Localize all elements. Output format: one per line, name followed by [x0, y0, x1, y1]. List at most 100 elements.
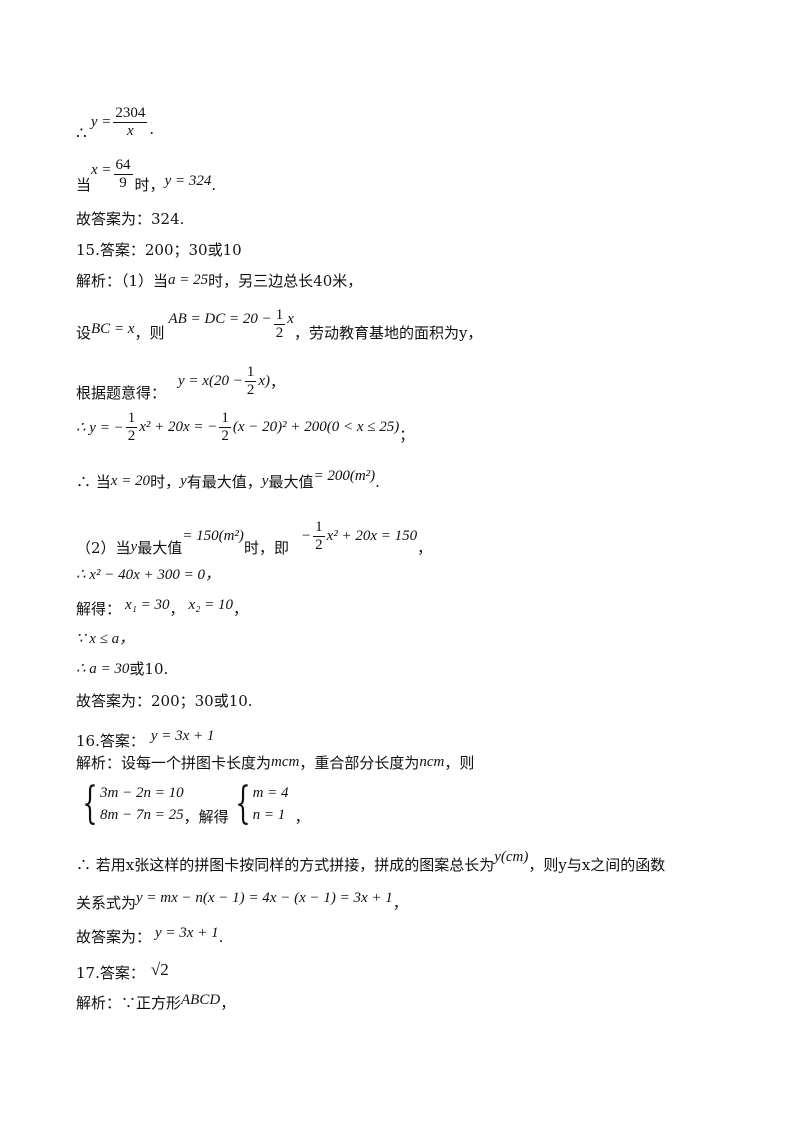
text: 或10.: [129, 660, 169, 678]
equation: y = mx − n(x − 1) = 4x − (x − 1) = 3x + …: [136, 890, 393, 906]
line-11: ∴ x² − 40x + 300 = 0，: [76, 563, 220, 584]
equation: x² + 20x = 150: [326, 528, 418, 544]
text: 设: [76, 324, 92, 342]
equation: y(cm): [494, 849, 529, 865]
line-5: 解析：（1）当 a = 25 时，另三边总长40米，: [76, 270, 362, 291]
line-22: 17.答案： √2: [76, 956, 169, 983]
equation: ∴ a = 30: [76, 661, 130, 677]
equation-system: m = 4 n = 1: [253, 782, 289, 826]
answer-text: 故答案为：200；30或10.: [76, 692, 253, 710]
line-10: （2）当 y 最大值 = 150(m²) 时，即 − 1 2 x² + 20x …: [76, 515, 432, 558]
text: 根据题意得：: [76, 384, 167, 402]
text: ，: [269, 373, 285, 391]
line-7: 根据题意得： y = x(20 − 1 2 x) ，: [76, 360, 285, 403]
equation: x² + 20x = −: [139, 419, 218, 435]
fraction: 1 2: [273, 307, 286, 342]
therefore-symbol: ∴: [76, 124, 87, 144]
equation-lhs: x =: [91, 162, 112, 178]
line-1: ∴ y = 2304 x .: [76, 100, 155, 145]
variable: y: [261, 473, 269, 489]
period: .: [218, 927, 224, 946]
equation: x = 20: [110, 473, 151, 489]
line-20: 关系式为 y = mx − n(x − 1) = 4x − (x − 1) = …: [76, 884, 408, 913]
numerator: 64: [113, 157, 133, 175]
text: ，则: [134, 324, 165, 342]
equation-lhs: y =: [90, 113, 112, 130]
text: （2）当: [76, 539, 131, 557]
text: ∴ 若用x张这样的拼图卡按同样的方式拼接，拼成的图案总长为: [76, 856, 495, 874]
text: ，解得: [183, 808, 229, 826]
equation: x): [258, 373, 270, 389]
line-13: ∵ x ≤ a，: [76, 627, 134, 648]
text: ，: [169, 600, 185, 618]
text: ，则: [444, 754, 475, 772]
equation: n = 1: [252, 806, 286, 823]
fraction: 1 2: [219, 410, 231, 445]
text: ∴ 当: [76, 473, 111, 491]
line-9: ∴ 当 x = 20 时， y 有最大值， y 最大值 = 200(m²) .: [76, 468, 380, 495]
answer-heading: 17.答案：: [76, 964, 145, 982]
period: .: [149, 120, 155, 138]
equation: 3m − 2n = 10: [100, 784, 184, 801]
variable: y: [180, 473, 187, 489]
fraction: 1 2: [313, 519, 325, 554]
equation: x: [287, 311, 294, 327]
equation: m = 4: [252, 784, 289, 801]
text: ，则y与x之间的函数: [528, 856, 666, 874]
fraction: 2304 x: [113, 104, 148, 140]
left-brace: {: [234, 777, 251, 829]
equation: y = x(20 −: [178, 373, 243, 389]
text: 解析：（1）当: [76, 272, 169, 290]
line-16: 16.答案： y = 3x + 1: [76, 722, 214, 751]
denominator: 2: [315, 537, 323, 553]
equation: √2: [150, 959, 169, 979]
fraction: 1 2: [244, 364, 257, 399]
numerator: 2304: [113, 104, 148, 123]
line-21: 故答案为： y = 3x + 1 .: [76, 920, 223, 947]
text: 时，: [134, 176, 165, 194]
equation: y = 3x + 1: [150, 728, 215, 744]
equation: y = 3x + 1: [155, 925, 219, 941]
denominator: 2: [246, 382, 255, 398]
text: 故答案为：: [76, 928, 152, 946]
equation-system: 3m − 2n = 10 8m − 7n = 25: [100, 782, 184, 826]
equation: = 150(m²): [182, 528, 244, 544]
line-17: 解析：设每一个拼图卡长度为 mcm ，重合部分长度为 ncm ，则: [76, 752, 474, 773]
left-brace: {: [82, 777, 98, 829]
answer-text: 故答案为：324.: [76, 210, 185, 228]
equation: ∵ x ≤ a，: [76, 631, 135, 647]
text: ，重合部分长度为: [299, 754, 420, 772]
denominator: x: [127, 122, 134, 139]
text: 有最大值，: [186, 473, 262, 491]
text: 时，另三边总长40米，: [208, 272, 363, 290]
answer-heading: 15.答案：200；30或10: [76, 241, 242, 259]
denominator: 9: [119, 175, 127, 191]
equation: AB = DC = 20 −: [168, 311, 272, 327]
text: 时，: [150, 473, 181, 491]
period: .: [375, 472, 380, 491]
text: ，: [220, 994, 236, 1012]
line-18: { 3m − 2n = 10 8m − 7n = 25 ，解得 { m = 4 …: [76, 777, 309, 829]
equation: ∴ y = −: [76, 420, 124, 436]
line-12: 解得： x₁ = 30 ， x₂ = 10 ，: [76, 597, 248, 620]
line-4: 15.答案：200；30或10: [76, 239, 242, 260]
numerator: 1: [219, 410, 231, 428]
line-6: 设 BC = x ，则 AB = DC = 20 − 1 2 x ，劳动教育基地…: [76, 306, 482, 343]
text: 当: [76, 176, 92, 194]
equation: a = 25: [168, 272, 209, 288]
line-23: 解析：∵正方形 ABCD ，: [76, 992, 235, 1013]
text: ，劳动教育基地的面积为y，: [293, 324, 483, 342]
fraction: 1 2: [125, 410, 138, 445]
equation: −: [300, 528, 312, 544]
denominator: 2: [275, 325, 284, 341]
answer-heading: 16.答案：: [76, 732, 145, 750]
text: 关系式为: [76, 894, 137, 912]
line-3: 故答案为：324.: [76, 208, 184, 229]
text: ；: [399, 426, 415, 444]
numerator: 1: [244, 364, 257, 382]
line-19: ∴ 若用x张这样的拼图卡按同样的方式拼接，拼成的图案总长为 y(cm) ，则y与…: [76, 846, 665, 875]
period: .: [211, 175, 217, 194]
equation: x₁ = 30: [125, 597, 170, 613]
text: 解得：: [76, 600, 122, 618]
